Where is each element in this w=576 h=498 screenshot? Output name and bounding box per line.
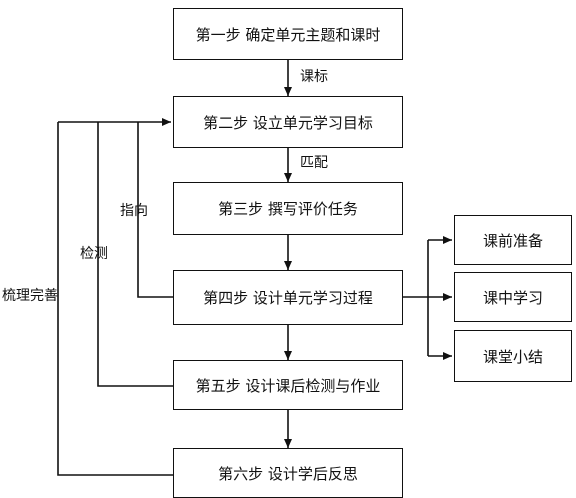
feedback-label-point: 指向 (120, 203, 148, 219)
step-5-box: 第五步 设计课后检测与作业 (173, 360, 403, 410)
step-2-label: 第二步 设立单元学习目标 (203, 113, 373, 132)
feedback-label-check: 检测 (80, 246, 108, 262)
step-6-box: 第六步 设计学后反思 (173, 448, 403, 498)
step-1-label: 第一步 确定单元主题和课时 (195, 25, 381, 44)
step-4-label: 第四步 设计单元学习过程 (203, 289, 373, 307)
substep-3-box: 课堂小结 (454, 330, 572, 382)
step-1-box: 第一步 确定单元主题和课时 (173, 8, 403, 60)
substep-1-box: 课前准备 (454, 215, 572, 265)
substep-3-label: 课堂小结 (482, 347, 543, 366)
feedback-step4-step2 (137, 122, 173, 298)
substep-2-box: 课中学习 (454, 272, 572, 322)
substep-1-label: 课前准备 (482, 231, 543, 250)
step-2-box: 第二步 设立单元学习目标 (173, 96, 403, 148)
substep-2-label: 课中学习 (482, 288, 543, 307)
step-4-box: 第四步 设计单元学习过程 (173, 270, 403, 325)
feedback-label-refine: 梳理完善 (2, 288, 58, 304)
feedback-step6-step2 (57, 122, 173, 476)
step-3-label: 第三步 撰写评价任务 (218, 200, 358, 218)
step-3-box: 第三步 撰写评价任务 (173, 182, 403, 235)
feedback-step5-step2 (97, 122, 173, 387)
step-5-label: 第五步 设计课后检测与作业 (195, 376, 381, 395)
connector-label-curriculum: 课标 (300, 69, 328, 85)
connector-label-match: 匹配 (300, 155, 328, 171)
step-6-label: 第六步 设计学后反思 (218, 464, 358, 483)
